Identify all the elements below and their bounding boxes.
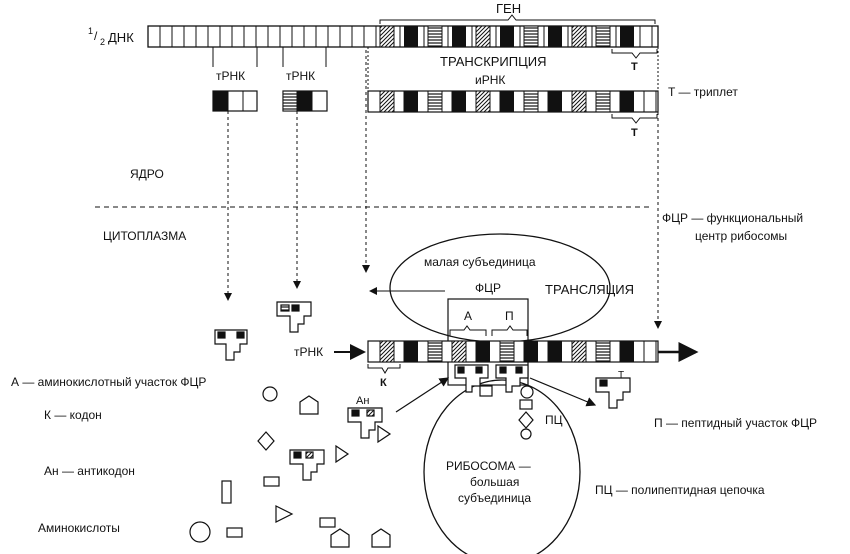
- trna-fragment-1: [212, 90, 258, 112]
- legend-fcr-line2: центр рибосомы: [695, 229, 787, 243]
- large-subunit-line1: РИБОСОМА —: [446, 459, 531, 473]
- trna-in-a-site: [454, 364, 493, 397]
- released-trna: [595, 377, 631, 409]
- gene-brace: [379, 14, 656, 24]
- translation-label: ТРАНСЛЯЦИЯ: [545, 282, 634, 297]
- dna-triplet-mark: T: [631, 61, 638, 73]
- large-subunit-line3: субъединица: [458, 491, 531, 505]
- gene-label: ГЕН: [496, 1, 521, 16]
- free-trna-1: [214, 329, 248, 361]
- legend-codon: К — кодон: [44, 408, 102, 422]
- fcr-label: ФЦР: [475, 281, 501, 295]
- amino-acids: [189, 386, 391, 548]
- dna-triplet-brace: [611, 49, 658, 59]
- large-subunit-line2: большая: [470, 475, 519, 489]
- site-p-label: П: [505, 309, 514, 323]
- legend-fcr-line1: ФЦР — функциональный: [662, 211, 803, 225]
- dna-half-strand: [147, 25, 659, 48]
- trna-fragment-2: [282, 90, 328, 112]
- trna-arrow-label: тРНК: [294, 345, 323, 359]
- mrna-triplet-mark: T: [631, 127, 638, 139]
- trna-label-1: тРНК: [216, 69, 245, 83]
- legend-amino-acids: Аминокислоты: [38, 521, 120, 535]
- site-a-label: А: [464, 309, 472, 323]
- codon-mark: К: [380, 377, 387, 389]
- free-trna-3: [289, 449, 325, 481]
- pc-mark: ПЦ: [545, 413, 563, 427]
- trna-in-p-site: [495, 364, 529, 393]
- large-subunit: [423, 379, 581, 554]
- cytoplasm-label: ЦИТОПЛАЗМА: [103, 229, 186, 243]
- small-subunit-label: малая субъединица: [424, 255, 536, 269]
- codon-brace: [367, 364, 401, 374]
- free-trna-anticodon: [347, 407, 392, 444]
- legend-polypeptide: ПЦ — полипептидная цепочка: [595, 483, 765, 497]
- mrna-label: иРНК: [475, 73, 505, 87]
- trna-label-2: тРНК: [286, 69, 315, 83]
- released-trna-mark: T: [618, 370, 624, 381]
- nucleus-label: ЯДРО: [130, 167, 164, 181]
- legend-triplet: T — триплет: [668, 85, 738, 99]
- dna-label-sub: 2: [100, 37, 105, 47]
- transcription-label: ТРАНСКРИПЦИЯ: [440, 54, 546, 69]
- legend-anticodon: Ан — антикодон: [44, 464, 135, 478]
- legend-p-site: П — пептидный участок ФЦР: [654, 416, 817, 430]
- anticodon-mark: Ан: [356, 395, 369, 407]
- mrna-triplet-brace: [611, 114, 658, 124]
- dna-label-sup: 1: [88, 26, 93, 36]
- free-trna-2: [276, 301, 312, 333]
- dna-label-slash: /: [94, 29, 98, 43]
- legend-a-site: А — аминокислотный участок ФЦР: [11, 375, 206, 389]
- mrna-translation-strand: [367, 340, 659, 363]
- polypeptide-chain: [518, 385, 534, 440]
- mrna-strand: [367, 90, 659, 113]
- dna-label: ДНК: [108, 30, 134, 45]
